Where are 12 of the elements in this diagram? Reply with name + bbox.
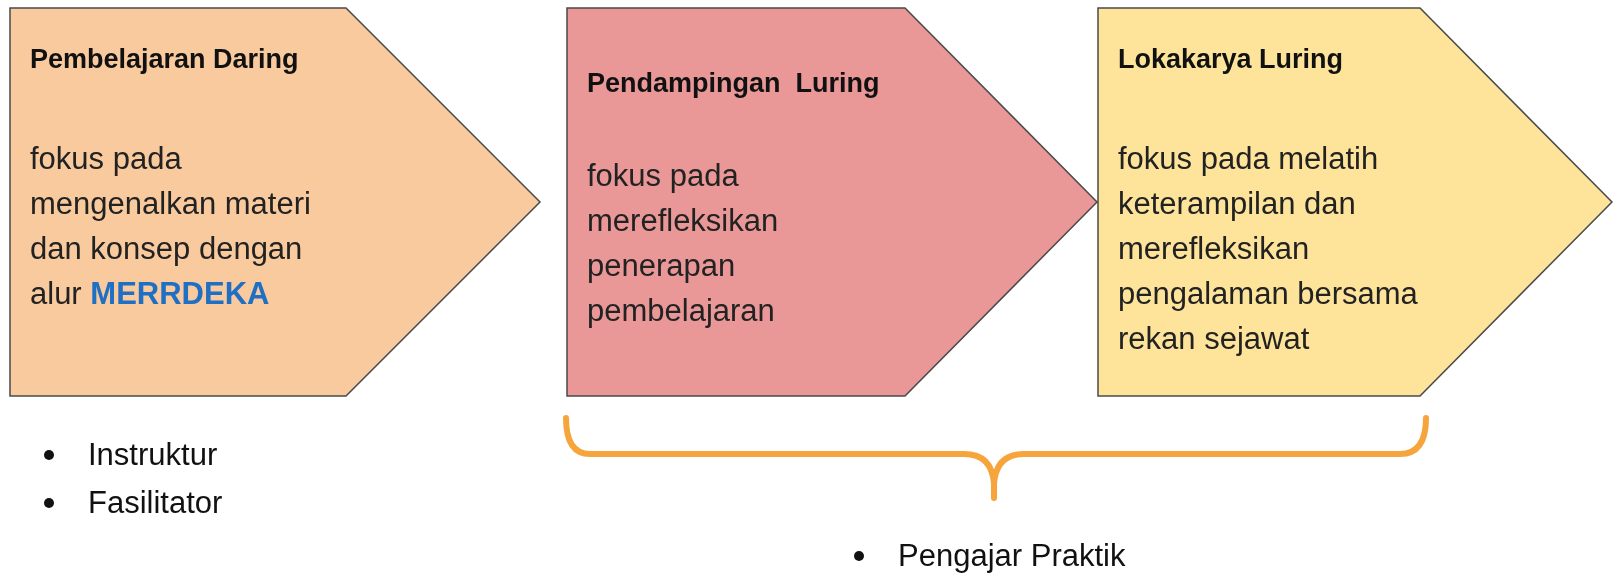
step-description: fokus pada merefleksikan penerapan pembelajaran <box>587 157 780 330</box>
step-heading: Pendampingan Luring <box>587 68 880 99</box>
bullet-item: Instruktur <box>88 437 218 473</box>
step-description: fokus pada mengenalkan materi dan konsep dengan alur MERRDEKA <box>30 140 312 313</box>
bullet-item: Pengajar Praktik <box>898 538 1126 574</box>
bullet-item: Fasilitator <box>88 485 223 521</box>
chevron-arrow-shape <box>567 8 1097 396</box>
chevron-arrow-shape <box>1098 8 1612 396</box>
chevron-arrow-shape <box>10 8 540 396</box>
step-description: fokus pada melatih keterampilan dan merefleksikan pengalaman bersama rekan sejawat <box>1118 140 1419 358</box>
step-heading: Lokakarya Luring <box>1118 44 1344 75</box>
step-heading: Pembelajaran Daring <box>30 44 299 75</box>
